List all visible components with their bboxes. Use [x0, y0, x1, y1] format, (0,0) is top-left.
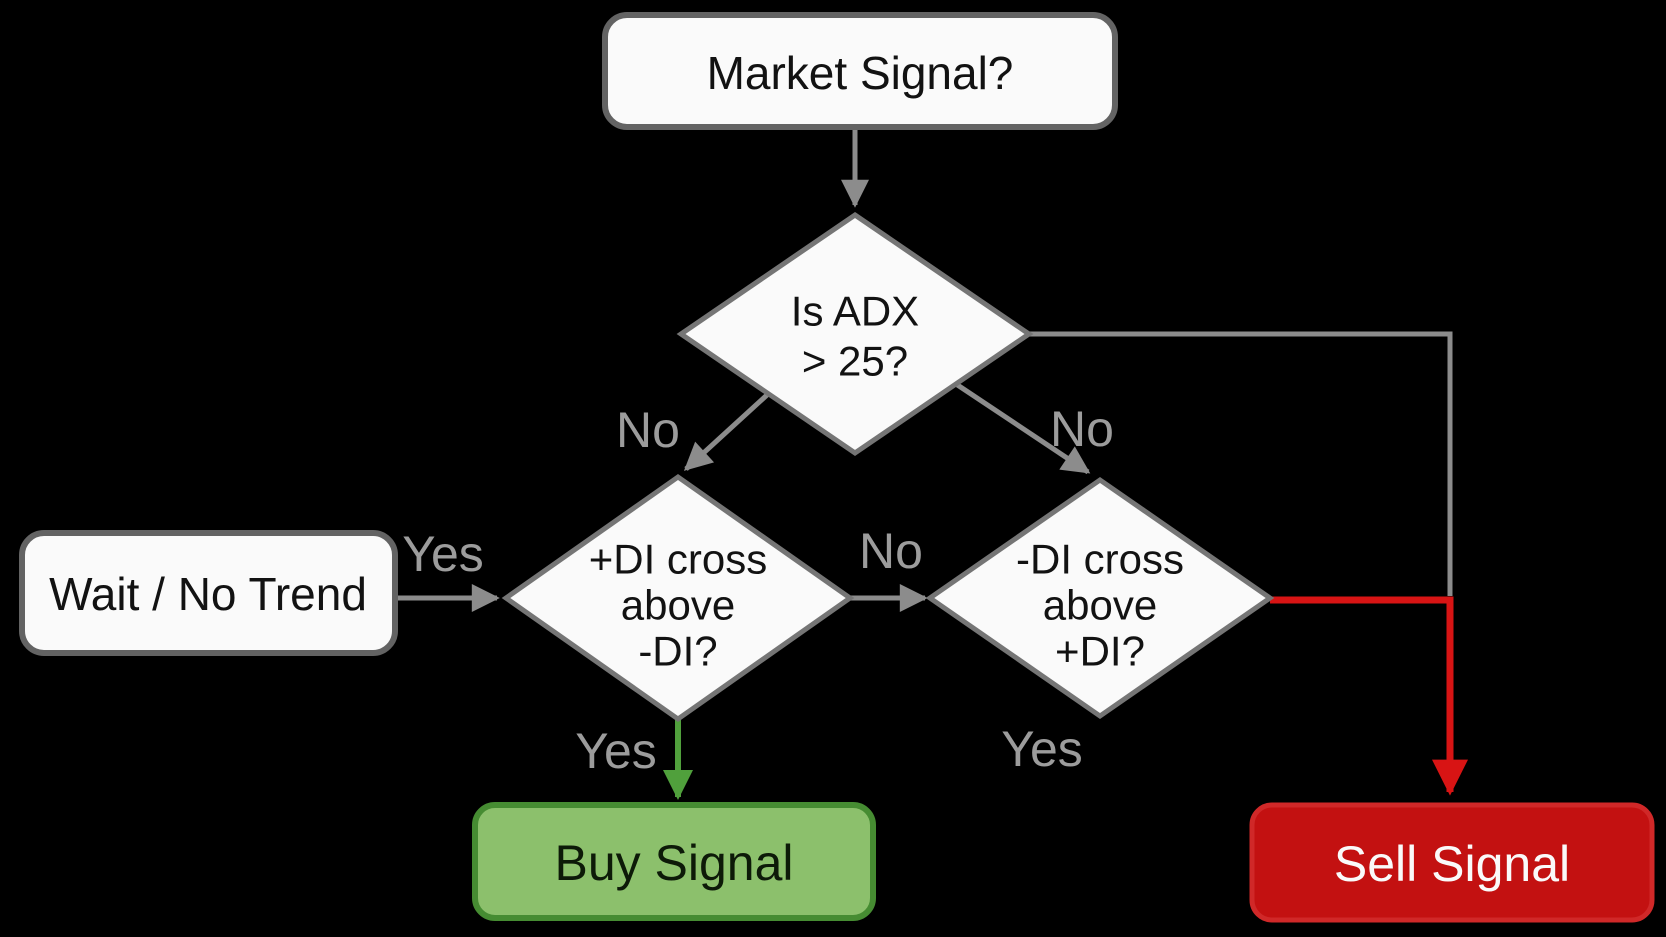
edge-minusdi-to-sell — [1270, 596, 1468, 796]
adx-label-line2: > 25? — [802, 338, 908, 385]
edge-adx-right-elbow — [1029, 331, 1453, 596]
plus-di-label-line1: +DI cross — [589, 536, 768, 583]
edge-label-no-right: No — [1050, 401, 1114, 457]
node-wait-no-trend: Wait / No Trend — [19, 530, 398, 656]
minus-di-label-line2: above — [1043, 582, 1157, 629]
node-buy-signal: Buy Signal — [472, 802, 876, 921]
wait-box — [19, 530, 398, 656]
nodes: Market Signal? Is ADX > 25? Wait / No Tr… — [19, 12, 1655, 923]
node-market-signal: Market Signal? — [602, 12, 1118, 130]
edges — [395, 127, 1468, 800]
market-signal-box — [602, 12, 1118, 130]
decision-adx: Is ADX > 25? — [676, 211, 1034, 457]
minus-di-label-line3: +DI? — [1055, 628, 1145, 675]
edge-label-yes-wait: Yes — [402, 526, 484, 582]
plus-di-diamond — [501, 473, 855, 723]
buy-signal-box — [472, 802, 876, 921]
edge-adx-to-plusdi — [683, 393, 769, 471]
decision-minus-di: -DI cross above +DI? — [925, 476, 1275, 720]
node-sell-signal: Sell Signal — [1249, 802, 1655, 923]
adx-label-line1: Is ADX — [791, 288, 919, 335]
market-signal-label: Market Signal? — [707, 47, 1014, 99]
plus-di-label-line3: -DI? — [638, 628, 717, 675]
sell-signal-label: Sell Signal — [1334, 836, 1570, 892]
edge-label-no-left: No — [616, 402, 680, 458]
adx-diamond — [676, 211, 1034, 457]
sell-signal-box — [1249, 802, 1655, 923]
edge-label-yes-buy: Yes — [575, 723, 657, 779]
wait-label: Wait / No Trend — [49, 568, 367, 620]
decision-plus-di: +DI cross above -DI? — [501, 473, 855, 723]
minus-di-label-line1: -DI cross — [1016, 536, 1184, 583]
edge-label-no-middle: No — [859, 523, 923, 579]
plus-di-label-line2: above — [621, 582, 735, 629]
edge-labels: No No Yes No Yes Yes — [402, 401, 1114, 779]
minus-di-diamond — [925, 476, 1275, 720]
edge-label-yes-sell: Yes — [1001, 721, 1083, 777]
buy-signal-label: Buy Signal — [554, 835, 793, 891]
edge-adx-to-minusdi — [954, 381, 1091, 475]
